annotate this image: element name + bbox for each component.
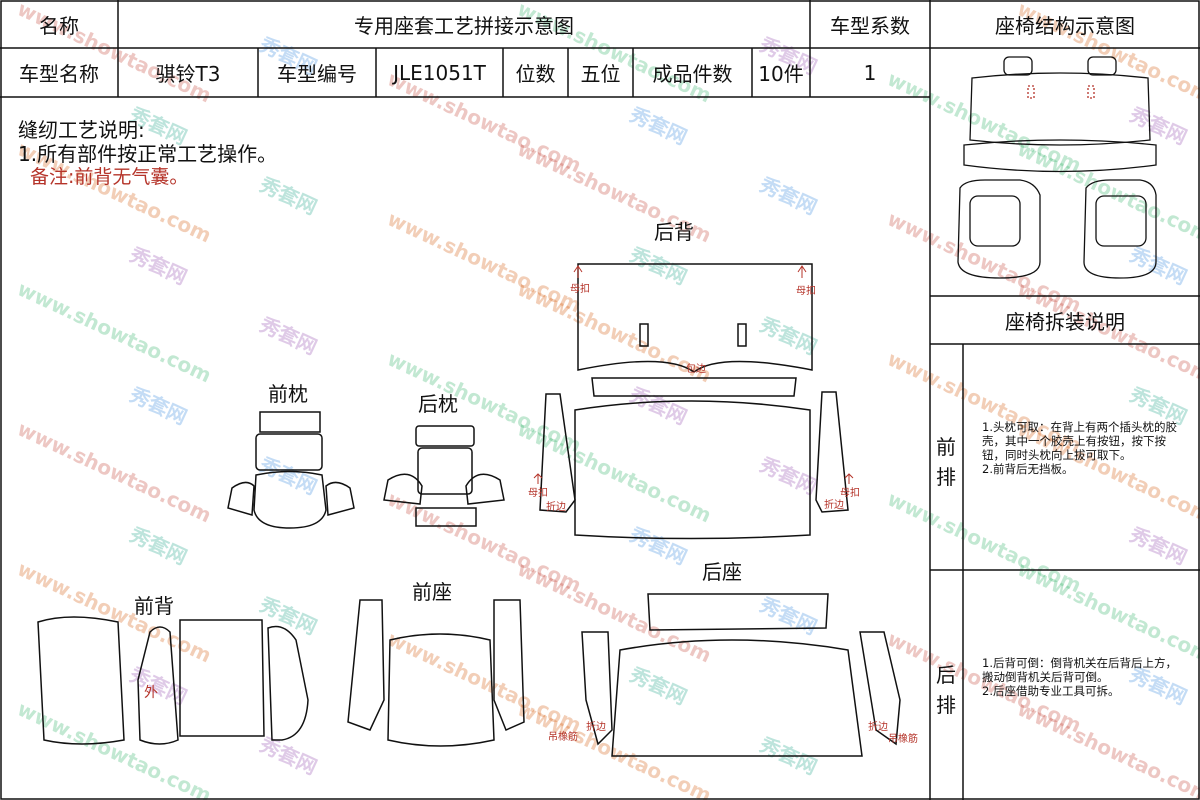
front-back-pieces bbox=[37, 616, 309, 745]
rear-back-side-right bbox=[815, 391, 849, 513]
pieces-label: 成品件数 bbox=[652, 62, 733, 86]
mark-hang-rsr: 吊橡筋 bbox=[888, 734, 918, 745]
mark-snap-bl: 母扣 bbox=[528, 488, 548, 499]
mark-snap-tr: 母扣 bbox=[796, 286, 816, 297]
pieces-value: 10件 bbox=[758, 62, 804, 86]
rear-back-strip bbox=[591, 377, 797, 397]
rear-row-label: 后排 bbox=[936, 663, 956, 717]
rear-pillow-pieces bbox=[383, 425, 505, 527]
mark-fold-br: 折边 bbox=[824, 500, 844, 511]
rear-row-text: 1.后背可倒：倒背机关在后背后上方，搬动倒背机关后背可倒。 2.后座借助专业工具… bbox=[982, 656, 1177, 698]
mark-fold-rsr: 折边 bbox=[868, 722, 888, 733]
rear-back-main bbox=[574, 400, 811, 540]
code-value: JLE1051T bbox=[393, 60, 486, 85]
mark-snap-br: 母扣 bbox=[840, 488, 860, 499]
front-seat-pieces bbox=[347, 599, 525, 747]
coef-value: 1 bbox=[863, 60, 877, 85]
notes-heading: 缝纫工艺说明: bbox=[18, 118, 145, 142]
rear-seat-pieces bbox=[581, 593, 901, 757]
section-front-seat: 前座 bbox=[412, 580, 452, 604]
rear-back-panel bbox=[577, 263, 813, 373]
structure-title: 座椅结构示意图 bbox=[995, 13, 1135, 38]
mark-fold-rsl: 折边 bbox=[586, 722, 606, 733]
notes-item-1: 1.所有部件按正常工艺操作。 bbox=[18, 142, 278, 166]
mark-hang-rsl: 吊橡筋 bbox=[548, 732, 578, 743]
section-front-pillow: 前枕 bbox=[268, 382, 308, 406]
seats-value: 五位 bbox=[580, 62, 621, 86]
code-label: 车型编号 bbox=[277, 62, 357, 86]
front-row-label: 前排 bbox=[936, 435, 956, 489]
section-rear-back: 后背 bbox=[654, 220, 694, 244]
coef-label: 车型系数 bbox=[830, 13, 910, 38]
model-label: 车型名称 bbox=[19, 62, 99, 86]
mark-outer: 外 bbox=[144, 685, 158, 701]
section-front-back: 前背 bbox=[134, 594, 174, 618]
model-value: 骐铃T3 bbox=[155, 62, 221, 86]
seats-label: 位数 bbox=[515, 62, 556, 86]
section-rear-pillow: 后枕 bbox=[418, 392, 458, 416]
rear-back-side-left bbox=[539, 393, 576, 513]
mark-snap-tl: 母扣 bbox=[570, 284, 590, 295]
mark-fold-bl: 折边 bbox=[546, 502, 566, 513]
rear-back-pieces bbox=[539, 263, 849, 540]
front-row-text: 1.头枕可取：在背上有两个插头枕的胶壳，其中一个胶壳上有按钮，按下按钮，同时头枕… bbox=[982, 420, 1177, 476]
assembly-title: 座椅拆装说明 bbox=[1005, 309, 1125, 334]
sheet-title: 专用座套工艺拼接示意图 bbox=[354, 13, 574, 38]
name-label: 名称 bbox=[39, 13, 79, 38]
notes-remark: 备注:前背无气囊。 bbox=[30, 166, 189, 188]
mark-wrap: 包边 bbox=[686, 364, 706, 375]
seat-structure-illustration bbox=[957, 56, 1157, 279]
front-pillow-pieces bbox=[227, 411, 355, 529]
section-rear-seat: 后座 bbox=[702, 560, 742, 584]
